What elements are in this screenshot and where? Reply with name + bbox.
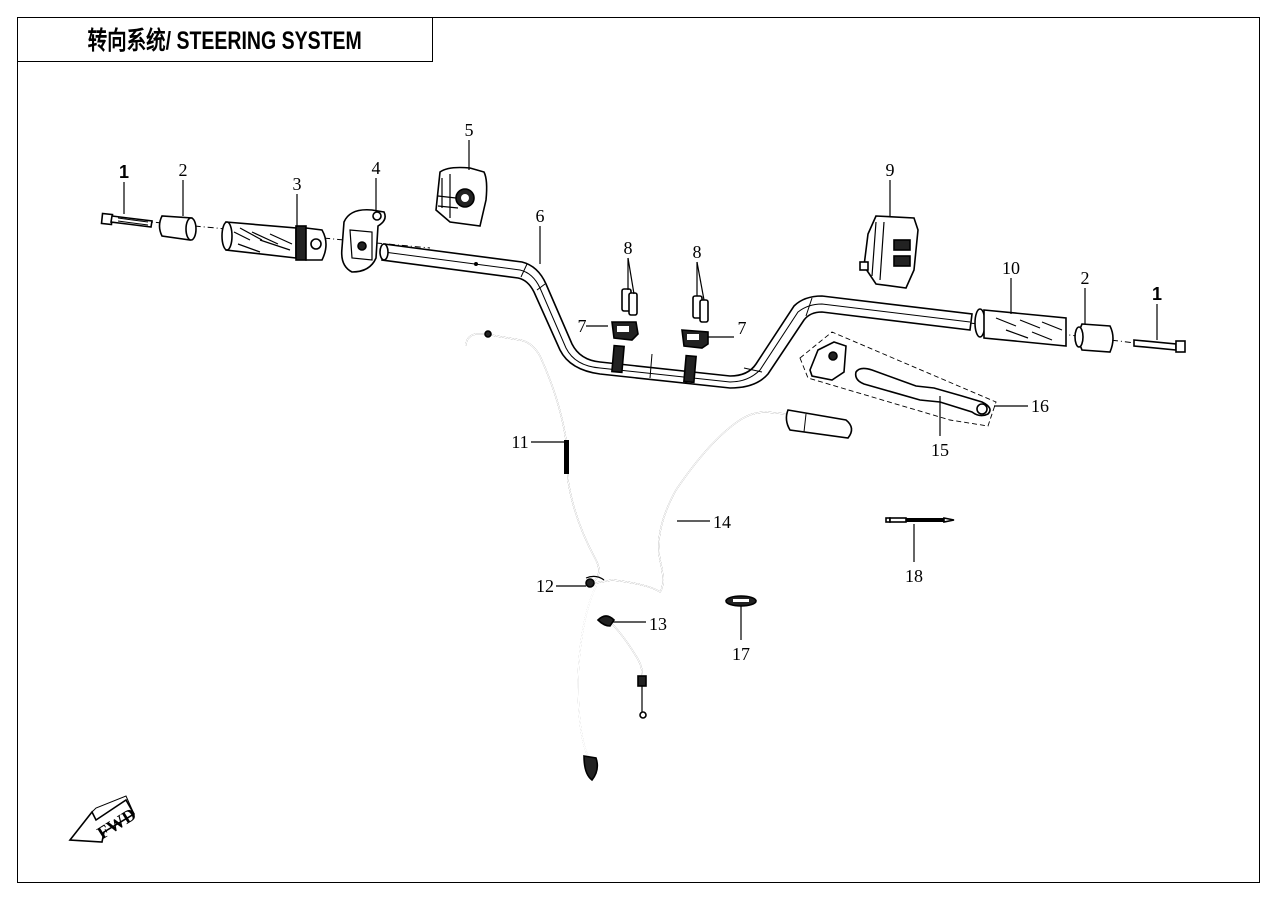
callout-15[interactable]: 15	[931, 440, 949, 460]
callout-4[interactable]: 4	[372, 158, 381, 178]
cable-clip-part[interactable]	[585, 575, 605, 588]
clamp-right-part[interactable]	[681, 329, 709, 349]
throttle-cable-part[interactable]	[465, 330, 600, 585]
callout-7-left[interactable]: 7	[578, 316, 587, 336]
clutch-lever-part[interactable]	[854, 367, 991, 417]
callout-6[interactable]: 6	[536, 206, 545, 226]
end-weight-left-part[interactable]	[158, 215, 197, 241]
tie-clamp-part[interactable]	[596, 615, 616, 627]
assembly-axis-left	[129, 219, 431, 249]
callout-17[interactable]: 17	[732, 644, 750, 664]
forward-direction-arrow-icon: FWD	[68, 795, 140, 843]
callout-2-left[interactable]: 2	[179, 160, 188, 180]
right-switch-part[interactable]	[435, 166, 488, 227]
lever-assembly-group-outline	[799, 331, 997, 427]
callout-1-right[interactable]: 1	[1152, 284, 1162, 304]
title-block: 转向系统/ STEERING SYSTEM	[17, 17, 433, 62]
callout-5[interactable]: 5	[465, 120, 474, 140]
callout-11[interactable]: 11	[511, 432, 528, 452]
choke-cable-part[interactable]	[589, 409, 853, 593]
callout-3[interactable]: 3	[293, 174, 302, 194]
callout-8-right[interactable]: 8	[693, 242, 702, 262]
callout-8-left[interactable]: 8	[624, 238, 633, 258]
callout-10[interactable]: 10	[1002, 258, 1020, 278]
callout-13[interactable]: 13	[649, 614, 667, 634]
end-weight-right-part[interactable]	[1074, 323, 1114, 353]
callout-14[interactable]: 14	[713, 512, 731, 532]
drawing-frame	[17, 17, 1260, 883]
left-switch-part[interactable]	[859, 215, 919, 289]
bolt-right-part[interactable]	[1133, 339, 1186, 353]
callout-12[interactable]: 12	[536, 576, 554, 596]
lever-bracket-part[interactable]	[809, 341, 847, 381]
callout-7-right[interactable]: 7	[738, 318, 747, 338]
throttle-grip-part[interactable]	[221, 221, 327, 261]
callout-2-right[interactable]: 2	[1081, 268, 1090, 288]
leader-lines	[123, 140, 1158, 640]
grommet-part[interactable]	[725, 595, 757, 607]
page-title: 转向系统/ STEERING SYSTEM	[87, 27, 362, 55]
clamp-bolts-left-part[interactable]	[621, 288, 638, 316]
handlebar-part[interactable]	[379, 243, 973, 389]
clamp-bolts-right-part[interactable]	[692, 295, 709, 323]
clamp-left-part[interactable]	[611, 321, 639, 341]
callout-1-left[interactable]: 1	[119, 162, 129, 182]
left-grip-part[interactable]	[974, 308, 1067, 347]
callout-9[interactable]: 9	[886, 160, 895, 180]
throttle-housing-part[interactable]	[340, 208, 386, 273]
lower-cable-part[interactable]	[577, 585, 647, 782]
callout-18[interactable]: 18	[905, 566, 923, 586]
callout-16[interactable]: 16	[1031, 396, 1049, 416]
bolt-left-part[interactable]	[100, 212, 153, 228]
cable-tie-part[interactable]	[885, 517, 955, 523]
